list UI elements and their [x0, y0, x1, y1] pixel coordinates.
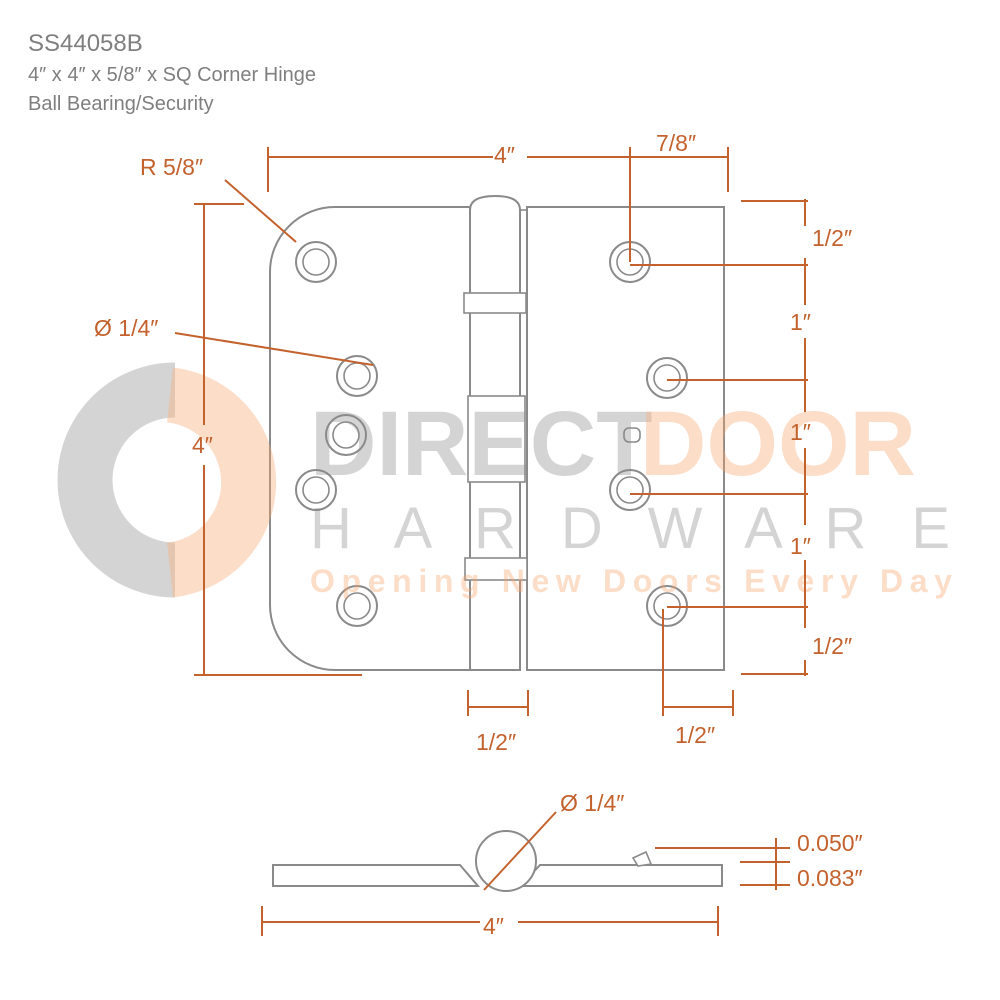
dim-knuckle-width: 1/2″: [476, 729, 516, 755]
logo-c-mark: [57, 362, 176, 598]
dim-width-top: 4″: [494, 142, 515, 168]
dimension-lines: [174, 147, 808, 716]
hinge-front-view: [269, 194, 725, 671]
dim-hole-diameter: Ø 1/4″: [94, 315, 158, 341]
product-type: Ball Bearing/Security: [28, 93, 214, 115]
hinge-side-view: Ø 1/4″ 0.050″ 0.083″ 4″: [261, 790, 863, 939]
left-leaf: [269, 206, 471, 671]
dim-pin-diameter: Ø 1/4″: [560, 790, 624, 816]
product-size: 4″ x 4″ x 5/8″ x SQ Corner Hinge: [28, 64, 317, 86]
dim-right-1: 1/2″: [812, 225, 852, 251]
side-right-leaf: [517, 864, 723, 887]
dim-right-3: 1″: [790, 419, 811, 445]
watermark: DIRECT DOOR H A R D W A R E Opening New …: [57, 362, 952, 599]
watermark-direct: DIRECT: [310, 393, 652, 495]
knuckle-joint-2: [467, 395, 526, 483]
dimension-labels: 4″ 7/8″ R 5/8″ Ø 1/4″ 4″ 1/2″ 1″ 1″ 1″ 1…: [94, 130, 852, 755]
dim-corner-radius: R 5/8″: [140, 154, 203, 180]
watermark-hardware: H A R D W A R E: [310, 496, 950, 561]
knuckle-joint-1: [463, 292, 527, 314]
screw-holes: [295, 241, 688, 627]
right-leaf: [526, 206, 725, 671]
side-stud: [631, 850, 653, 867]
dim-height-left: 4″: [192, 432, 213, 458]
side-pin: [475, 830, 537, 892]
dim-side-width: 4″: [483, 913, 504, 939]
security-stud: [623, 427, 641, 443]
dim-right-5: 1/2″: [812, 633, 852, 659]
dim-thickness-1: 0.050″: [797, 830, 863, 856]
dim-offset-top-right: 7/8″: [656, 130, 696, 156]
dim-right-2: 1″: [790, 309, 811, 335]
knuckle-joint-3: [464, 557, 528, 581]
product-code: SS44058B: [28, 30, 143, 57]
watermark-door: DOOR: [640, 393, 916, 495]
logo-d-mark: [166, 367, 277, 598]
dim-bottom-right: 1/2″: [675, 722, 715, 748]
dim-right-4: 1″: [790, 533, 811, 559]
dim-thickness-2: 0.083″: [797, 865, 863, 891]
side-left-leaf: [272, 864, 481, 887]
